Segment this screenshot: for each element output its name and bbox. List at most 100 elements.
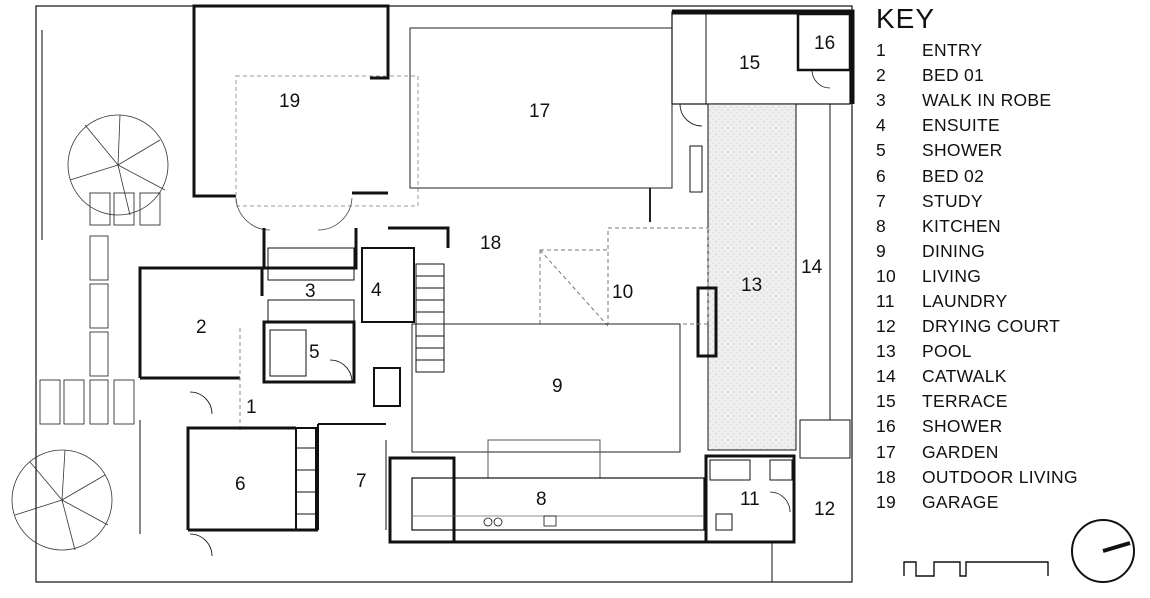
legend-item-number: 17 <box>876 441 897 462</box>
legend-item: 1 ENTRY <box>876 38 1146 63</box>
legend-item-number: 16 <box>876 416 897 437</box>
legend-item-name: SHOWER <box>922 140 1003 161</box>
garage-walls <box>192 4 419 231</box>
legend-item: 5 SHOWER <box>876 138 1146 163</box>
legend-item: 14 CATWALK <box>876 364 1146 389</box>
living-outlines <box>539 227 709 327</box>
legend-item: 12 DRYING COURT <box>876 314 1146 339</box>
legend-item-name: LAUNDRY <box>922 290 1008 311</box>
legend-item: 8 KITCHEN <box>876 214 1146 239</box>
room-label-kitchen: 8 <box>536 489 547 510</box>
study-walls <box>317 423 387 530</box>
legend-item: 16 SHOWER <box>876 414 1146 439</box>
room-label-pool: 13 <box>741 275 762 296</box>
tree-top-left <box>67 114 169 216</box>
legend-item-number: 3 <box>876 90 887 111</box>
legend-item: 19 GARAGE <box>876 490 1146 515</box>
room-label-outdoor-living: 18 <box>480 233 501 254</box>
legend-item-number: 12 <box>876 316 897 337</box>
legend-item: 10 LIVING <box>876 264 1146 289</box>
room-label-living: 10 <box>612 282 633 303</box>
legend-item-name: KITCHEN <box>922 215 1001 236</box>
legend-item-number: 4 <box>876 115 887 136</box>
legend-item-name: LIVING <box>922 265 982 286</box>
room-label-drying-court: 12 <box>814 499 835 520</box>
floor-plan: 1 2 3 4 5 6 7 8 9 10 11 12 13 14 15 16 1… <box>11 4 855 583</box>
site-boundary <box>35 5 853 583</box>
dining-outline <box>411 323 681 479</box>
stairs <box>388 226 450 373</box>
kitchen-walls <box>388 456 706 544</box>
laundry-walls <box>704 454 796 582</box>
legend-item-name: WALK IN ROBE <box>922 90 1052 111</box>
legend-item-number: 5 <box>876 140 887 161</box>
room-label-dining: 9 <box>552 376 563 397</box>
room-label-shower-outdoor: 16 <box>814 33 835 54</box>
room-label-terrace: 15 <box>739 53 760 74</box>
room-label-laundry: 11 <box>740 489 760 510</box>
legend-item-number: 8 <box>876 215 887 236</box>
legend-item: 3 WALK IN ROBE <box>876 88 1146 113</box>
robe-ensuite-walls <box>262 228 415 407</box>
legend-item-number: 13 <box>876 341 897 362</box>
legend-item-name: CATWALK <box>922 366 1007 387</box>
legend-item-name: OUTDOOR LIVING <box>922 466 1078 487</box>
room-label-shower: 5 <box>309 342 320 363</box>
legend-item: 11 LAUNDRY <box>876 289 1146 314</box>
legend-item: 6 BED 02 <box>876 163 1146 188</box>
bed01-walls <box>138 266 264 380</box>
entry-walls <box>139 326 241 534</box>
legend-item-number: 7 <box>876 190 887 211</box>
legend-item-number: 10 <box>876 265 897 286</box>
legend-item-number: 14 <box>876 366 897 387</box>
legend-item-name: TERRACE <box>922 391 1008 412</box>
legend-item-number: 9 <box>876 240 887 261</box>
legend-item: 9 DINING <box>876 239 1146 264</box>
legend-item-name: ENTRY <box>922 40 983 61</box>
legend-item-name: BED 02 <box>922 165 985 186</box>
room-label-bed02: 6 <box>235 474 246 495</box>
stepping-stones <box>39 192 161 425</box>
legend-item-number: 18 <box>876 466 897 487</box>
room-label-study: 7 <box>356 471 367 492</box>
room-label-catwalk: 14 <box>801 257 823 278</box>
room-label-walk-in-robe: 3 <box>305 281 316 302</box>
tree-bottom-left <box>11 449 113 551</box>
legend-title: KEY <box>876 3 936 34</box>
room-label-bed01: 2 <box>196 317 207 338</box>
bed02-walls <box>186 426 318 557</box>
room-label-garden: 17 <box>529 101 550 122</box>
legend-item-number: 19 <box>876 491 897 512</box>
garden-outline <box>409 27 673 222</box>
legend-item-name: STUDY <box>922 190 983 211</box>
legend-item-name: BED 01 <box>922 65 985 86</box>
legend-item-number: 6 <box>876 165 887 186</box>
legend-item-name: DINING <box>922 240 986 261</box>
legend-item: 17 GARDEN <box>876 440 1146 465</box>
legend-item: 7 STUDY <box>876 189 1146 214</box>
terrace-walls <box>671 9 855 127</box>
legend-item-name: GARDEN <box>922 441 999 462</box>
legend-item-name: DRYING COURT <box>922 316 1061 337</box>
pool <box>707 103 797 451</box>
room-label-ensuite: 4 <box>371 280 382 301</box>
catwalk-outline <box>689 104 851 459</box>
legend-item-number: 11 <box>876 290 895 311</box>
scale-bar <box>903 561 1049 577</box>
legend-item-name: ENSUITE <box>922 115 1000 136</box>
legend-item-number: 1 <box>876 40 887 61</box>
legend-item: 15 TERRACE <box>876 389 1146 414</box>
north-arrow <box>1071 519 1135 583</box>
legend-item: 4 ENSUITE <box>876 113 1146 138</box>
legend-item-name: POOL <box>922 341 972 362</box>
room-label-entry: 1 <box>246 397 257 418</box>
legend-item: 13 POOL <box>876 339 1146 364</box>
legend-item-name: GARAGE <box>922 491 999 512</box>
legend-item-number: 15 <box>876 391 897 412</box>
legend-item-name: SHOWER <box>922 416 1003 437</box>
room-label-garage: 19 <box>279 91 300 112</box>
legend-item: 18 OUTDOOR LIVING <box>876 465 1146 490</box>
